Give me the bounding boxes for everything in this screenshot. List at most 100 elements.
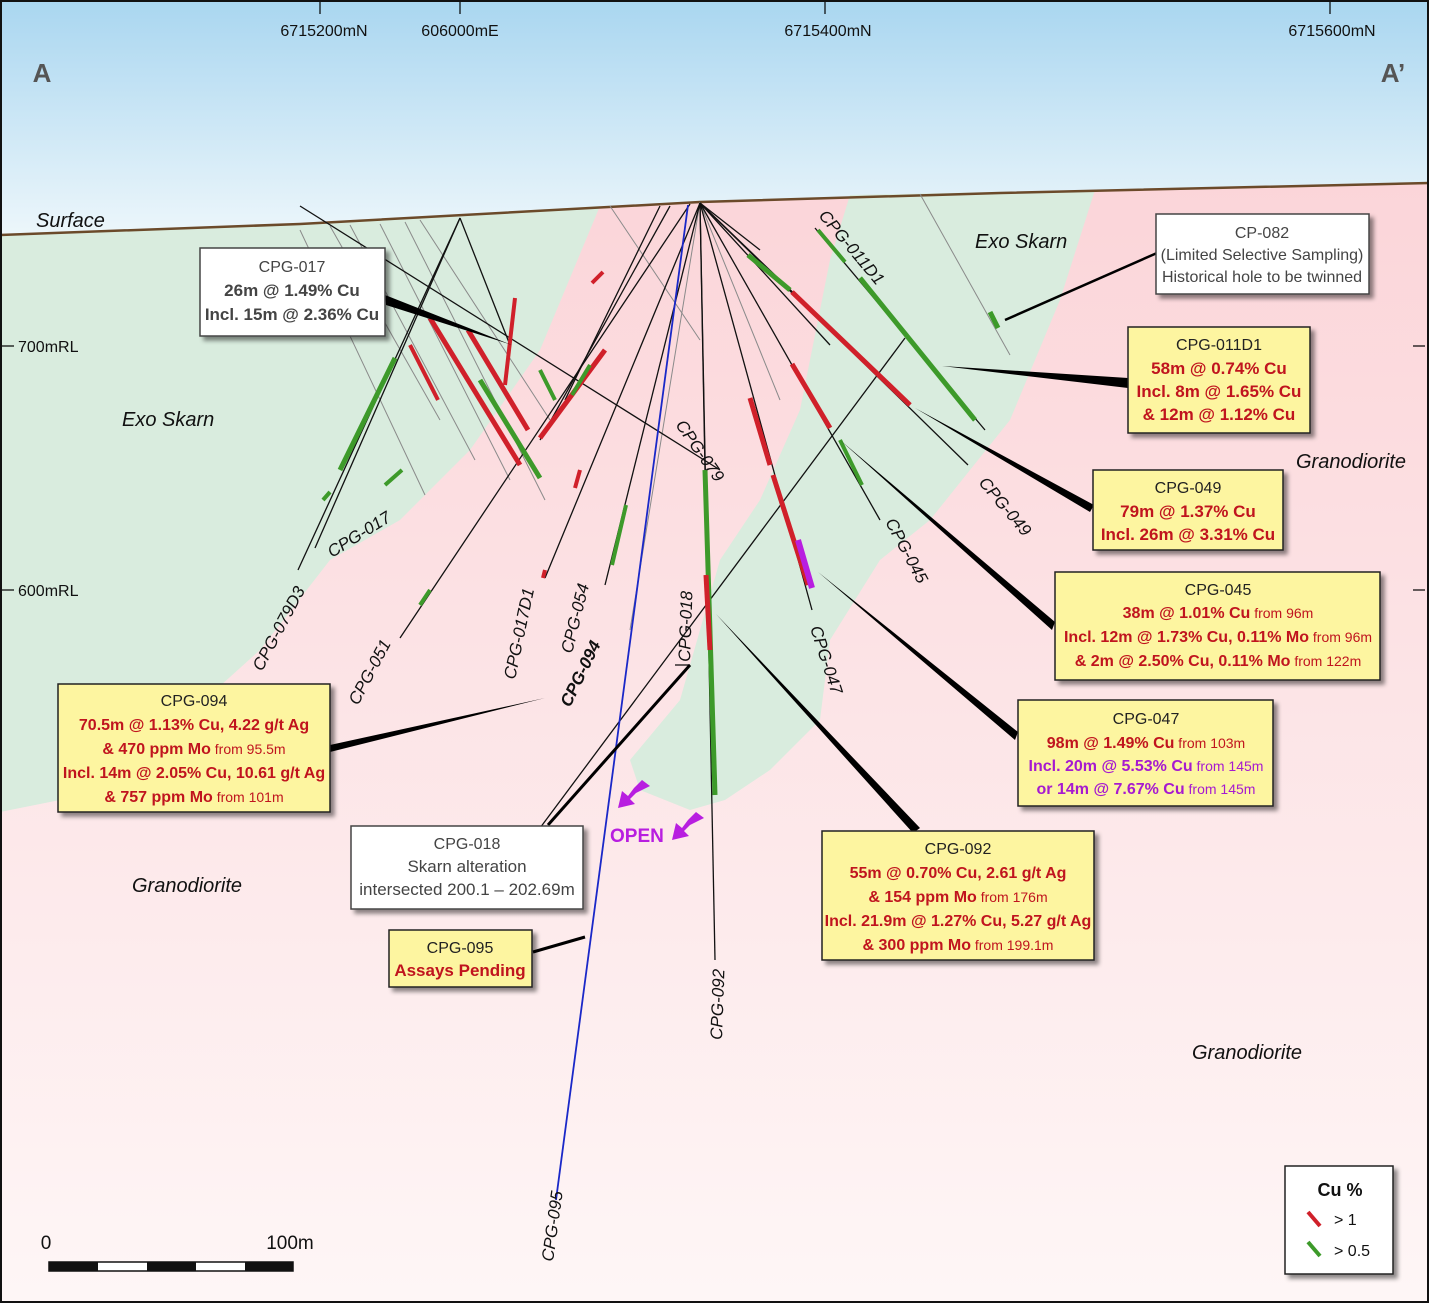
- callout-title: CPG-092: [925, 841, 992, 858]
- callout-line: Incl. 26m @ 3.31% Cu: [1101, 525, 1275, 544]
- callout-title: CPG-045: [1185, 582, 1252, 599]
- svg-text:& 470 ppm Mo from 95.5m: & 470 ppm Mo from 95.5m: [102, 741, 285, 758]
- callout-line: Incl. 15m @ 2.36% Cu: [205, 305, 379, 324]
- callout-from: from 122m: [1290, 653, 1361, 669]
- svg-text:& 300 ppm Mo from 199.1m: & 300 ppm Mo from 199.1m: [863, 937, 1054, 954]
- leader-lines: [330, 251, 1158, 954]
- callout-line: & 12m @ 1.12% Cu: [1143, 405, 1296, 424]
- callout-from: from 176m: [977, 889, 1048, 905]
- callout-title: CPG-049: [1155, 480, 1222, 497]
- rock-unit-granodiorite-west: Granodiorite: [132, 875, 242, 897]
- callout-cpg-018: CPG-018 Skarn alteration intersected 200…: [350, 825, 584, 910]
- legend-label-high: > 1: [1334, 1212, 1357, 1229]
- callout-line: or 14m @ 7.67% Cu: [1037, 781, 1185, 798]
- callout-line: 70.5m @ 1.13% Cu, 4.22 g/t Ag: [79, 717, 309, 734]
- callout-from: from 199.1m: [971, 937, 1053, 953]
- callout-line: Historical hole to be twinned: [1162, 269, 1362, 286]
- callout-title: CPG-047: [1113, 711, 1180, 728]
- callout-line: Incl. 14m @ 2.05% Cu, 10.61 g/t Ag: [63, 765, 325, 782]
- callout-cpg-047: CPG-047 98m @ 1.49% Cu from 103m Incl. 2…: [1017, 699, 1274, 807]
- grid-label-northing-3: 6715600mN: [1288, 23, 1375, 40]
- callout-title: CPG-011D1: [1176, 337, 1262, 354]
- callout-cpg-095: CPG-095 Assays Pending: [388, 929, 533, 988]
- open-label: OPEN: [610, 826, 664, 847]
- callout-line: intersected 200.1 – 202.69m: [359, 880, 574, 899]
- legend-label-mid: > 0.5: [1334, 1243, 1370, 1260]
- svg-text:38m @ 1.01% Cu from 96m: 38m @ 1.01% Cu from 96m: [1123, 605, 1314, 622]
- scale-bar: 0 100m: [41, 1233, 314, 1272]
- callout-title: CPG-094: [161, 693, 228, 710]
- hole-label-cpg-092: CPG-092: [707, 968, 728, 1040]
- callout-line: (Limited Selective Sampling): [1161, 247, 1364, 264]
- callout-cpg-094: CPG-094 70.5m @ 1.13% Cu, 4.22 g/t Ag & …: [57, 683, 331, 813]
- callout-title: CP-082: [1235, 225, 1289, 242]
- callout-line: 98m @ 1.49% Cu: [1047, 735, 1175, 752]
- callout-line: 58m @ 0.74% Cu: [1151, 359, 1287, 378]
- svg-text:98m @ 1.49% Cu from 103m: 98m @ 1.49% Cu from 103m: [1047, 735, 1245, 752]
- callout-line: Incl. 12m @ 1.73% Cu, 0.11% Mo: [1064, 629, 1309, 646]
- svg-text:& 2m @ 2.50% Cu, 0.11% Mo from: & 2m @ 2.50% Cu, 0.11% Mo from 122m: [1075, 653, 1362, 670]
- assay-intercepts: [321, 228, 1001, 796]
- callout-cp-082: CP-082 (Limited Selective Sampling) Hist…: [1155, 213, 1370, 295]
- callout-cpg-092: CPG-092 55m @ 0.70% Cu, 2.61 g/t Ag & 15…: [821, 830, 1095, 961]
- hole-label-cpg-018: CPG-018: [675, 590, 696, 662]
- callout-line: 26m @ 1.49% Cu: [224, 281, 360, 300]
- callout-line: 79m @ 1.37% Cu: [1120, 502, 1256, 521]
- callout-line: & 2m @ 2.50% Cu, 0.11% Mo: [1075, 653, 1291, 670]
- callout-line: 38m @ 1.01% Cu: [1123, 605, 1251, 622]
- callout-line: Skarn alteration: [407, 857, 526, 876]
- rock-unit-exo-skarn-east: Exo Skarn: [975, 231, 1067, 253]
- svg-text:& 757 ppm Mo from 101m: & 757 ppm Mo from 101m: [104, 789, 283, 806]
- drill-hole-cpg-095: [555, 204, 689, 1201]
- surface-label: Surface: [36, 210, 105, 232]
- exo-skarn-zone-west: [0, 206, 600, 812]
- exo-skarn-zone-central: [630, 190, 1095, 810]
- callout-from: from 96m: [1250, 605, 1313, 621]
- callout-line: Incl. 20m @ 5.53% Cu: [1029, 758, 1193, 775]
- callout-line: 55m @ 0.70% Cu, 2.61 g/t Ag: [850, 865, 1067, 882]
- callout-line: Incl. 8m @ 1.65% Cu: [1137, 382, 1302, 401]
- svg-text:or 14m @ 7.67% Cu from 145m: or 14m @ 7.67% Cu from 145m: [1037, 781, 1256, 798]
- elevation-label-600: 600mRL: [18, 583, 79, 600]
- open-arrow-1: [618, 780, 650, 808]
- scale-bar-end: 100m: [266, 1233, 314, 1254]
- section-end-a-prime: A’: [1381, 58, 1406, 88]
- callout-line: Assays Pending: [394, 961, 525, 980]
- callout-line: & 757 ppm Mo: [104, 789, 213, 806]
- callout-title: CPG-018: [434, 836, 501, 853]
- legend-swatch-mid: [1306, 1240, 1322, 1258]
- grid-ticks: [2, 2, 1425, 591]
- elevation-label-700: 700mRL: [18, 339, 79, 356]
- svg-text:Incl. 12m @ 1.73% Cu, 0.11% Mo: Incl. 12m @ 1.73% Cu, 0.11% Mo from 96m: [1064, 629, 1372, 646]
- rock-unit-granodiorite-east: Granodiorite: [1296, 451, 1406, 473]
- callout-line: & 470 ppm Mo: [102, 741, 211, 758]
- grid-label-northing-2: 6715400mN: [784, 23, 871, 40]
- open-arrow-2: [672, 812, 704, 840]
- section-end-a: A: [33, 58, 52, 88]
- grid-labels: 6715200mN 606000mE 6715400mN 6715600mN 7…: [18, 23, 1376, 600]
- grid-label-northing-1: 6715200mN: [280, 23, 367, 40]
- svg-text:Incl. 20m @ 5.53% Cu from 145m: Incl. 20m @ 5.53% Cu from 145m: [1029, 758, 1264, 775]
- legend-title: Cu %: [1318, 1180, 1363, 1200]
- callout-line: Incl. 21.9m @ 1.27% Cu, 5.27 g/t Ag: [825, 913, 1092, 930]
- callout-from: from 145m: [1185, 781, 1256, 797]
- rock-unit-granodiorite-south: Granodiorite: [1192, 1042, 1302, 1064]
- callout-cpg-049: CPG-049 79m @ 1.37% Cu Incl. 26m @ 3.31%…: [1092, 469, 1284, 551]
- grid-label-easting: 606000mE: [421, 23, 498, 40]
- callout-title: CPG-017: [259, 259, 326, 276]
- callout-title: CPG-095: [427, 940, 494, 957]
- svg-text:& 154 ppm Mo from 176m: & 154 ppm Mo from 176m: [868, 889, 1047, 906]
- callout-from: from 96m: [1309, 629, 1372, 645]
- callout-line: & 154 ppm Mo: [868, 889, 977, 906]
- callout-line: & 300 ppm Mo: [863, 937, 972, 954]
- legend: Cu % > 1 > 0.5: [1284, 1165, 1394, 1275]
- rock-unit-exo-skarn-west: Exo Skarn: [122, 409, 214, 431]
- callout-from: from 145m: [1193, 758, 1264, 774]
- callout-cpg-017: CPG-017 26m @ 1.49% Cu Incl. 15m @ 2.36%…: [199, 247, 386, 337]
- open-arrows: OPEN: [610, 780, 704, 847]
- callout-from: from 103m: [1174, 735, 1245, 751]
- callout-from: from 101m: [213, 789, 284, 805]
- callout-cpg-011d1: CPG-011D1 58m @ 0.74% Cu Incl. 8m @ 1.65…: [1127, 326, 1311, 434]
